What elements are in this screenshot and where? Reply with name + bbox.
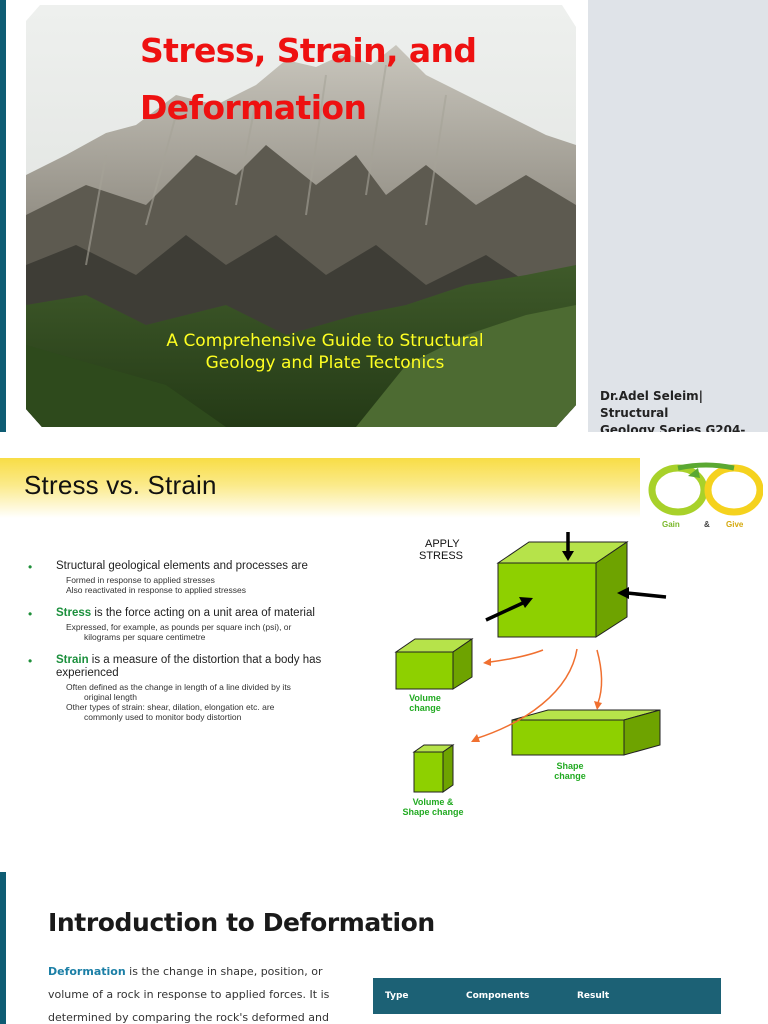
apply-label-1: APPLY <box>425 538 460 550</box>
stress-strain-diagram: APPLY STRESS <box>394 532 667 817</box>
transition-arrows <box>474 648 603 740</box>
list-item-heading: Stress is the force acting on a unit are… <box>56 607 378 620</box>
list-item-sub: Often defined as the change in length of… <box>66 682 378 722</box>
deformation-paragraph: Deformation is the change in shape, posi… <box>48 960 348 1024</box>
list-item: • Structural geological elements and pro… <box>28 560 378 595</box>
gain-give-logo-icon: Gain & Give <box>648 462 763 529</box>
keyword-stress: Stress <box>56 607 92 619</box>
title-line-2: Deformation <box>140 88 367 127</box>
keyword-strain: Strain <box>56 654 89 666</box>
para-line: determined by comparing the rock's defor… <box>48 1011 329 1024</box>
stress-arrows <box>485 532 667 622</box>
presentation-title: Stress, Strain, and Deformation <box>140 22 477 136</box>
volume-change-label-2: change <box>409 703 441 713</box>
sub-line: Often defined as the change in length of… <box>66 682 291 692</box>
shape-change-box <box>511 709 661 756</box>
author-panel: Dr.Adel Seleim| Structural Geology Serie… <box>588 0 768 432</box>
sub-line: Expressed, for example, as pounds per sq… <box>66 622 292 632</box>
sub-line: original length <box>84 692 137 702</box>
bullet-list: • Structural geological elements and pro… <box>28 560 378 734</box>
slide-accent-bar <box>0 0 6 432</box>
presentation-subtitle: A Comprehensive Guide to Structural Geol… <box>166 331 484 373</box>
list-item-sub: Expressed, for example, as pounds per sq… <box>66 622 378 642</box>
shape-change-label-1: Shape <box>556 761 583 771</box>
sub-line: Also reactivated in response to applied … <box>66 585 247 595</box>
logo-give-text: Give <box>726 520 744 529</box>
sub-line: Formed in response to applied stresses <box>66 575 215 585</box>
author-line-2: Geology Series G204- 2026 <box>600 423 746 432</box>
deformation-table-header: Type Components Result <box>373 978 721 1014</box>
volume-change-label-1: Volume <box>409 693 441 703</box>
list-item-text: is the force acting on a unit area of ma… <box>91 607 315 619</box>
list-item-heading: Strain is a measure of the distortion th… <box>56 654 378 680</box>
bullet-icon: • <box>28 560 33 574</box>
title-line-1: Stress, Strain, and <box>140 31 477 70</box>
list-item-text: Structural geological elements and proce… <box>56 560 308 572</box>
sub-line: kilograms per square centimetre <box>84 632 206 642</box>
bullet-icon: • <box>28 654 33 668</box>
mountain-photo <box>26 5 576 427</box>
slide-title: Stress vs. Strain <box>24 470 217 500</box>
title-band <box>0 458 640 518</box>
slide-title: Introduction to Deformation <box>48 908 435 937</box>
list-item: • Stress is the force acting on a unit a… <box>28 607 378 642</box>
logo-amp-text: & <box>704 520 710 529</box>
list-item-heading: Structural geological elements and proce… <box>56 560 378 573</box>
volume-shape-change-box <box>412 744 455 793</box>
bullet-icon: • <box>28 607 33 621</box>
vol-shape-label-1: Volume & <box>413 797 454 807</box>
stress-cube <box>496 541 629 638</box>
para-text: is the change in shape, position, or <box>125 965 323 978</box>
list-item-sub: Formed in response to applied stresses A… <box>66 575 378 595</box>
list-item: • Strain is a measure of the distortion … <box>28 654 378 722</box>
logo-gain-text: Gain <box>662 520 680 529</box>
table-header-components: Components <box>466 991 530 1001</box>
list-item-text: is a measure of the distortion that a bo… <box>56 654 322 679</box>
sub-line: commonly used to monitor body distortion <box>84 712 242 722</box>
para-line: Deformation is the change in shape, posi… <box>48 960 348 983</box>
para-line: volume of a rock in response to applied … <box>48 988 330 1001</box>
slide-title: Stress, Strain, and Deformation A Compre… <box>0 0 768 432</box>
sub-line: Other types of strain: shear, dilation, … <box>66 702 275 712</box>
table-header-result: Result <box>577 991 610 1001</box>
volume-change-cube <box>394 638 474 690</box>
slide-introduction-deformation: Introduction to Deformation Deformation … <box>0 864 768 1024</box>
author-credit: Dr.Adel Seleim| Structural Geology Serie… <box>600 388 768 432</box>
vol-shape-label-2: Shape change <box>402 807 463 817</box>
mountain-image <box>26 5 576 427</box>
apply-label-2: STRESS <box>419 550 463 562</box>
keyword-deformation: Deformation <box>48 965 126 978</box>
slide-stress-vs-strain: Stress vs. Strain Gain & Give • Structur… <box>0 432 768 864</box>
table-header-type: Type <box>385 991 409 1001</box>
shape-change-label-2: change <box>554 771 586 781</box>
slide-accent-bar <box>0 872 6 1024</box>
author-line-1: Dr.Adel Seleim| Structural <box>600 389 704 420</box>
